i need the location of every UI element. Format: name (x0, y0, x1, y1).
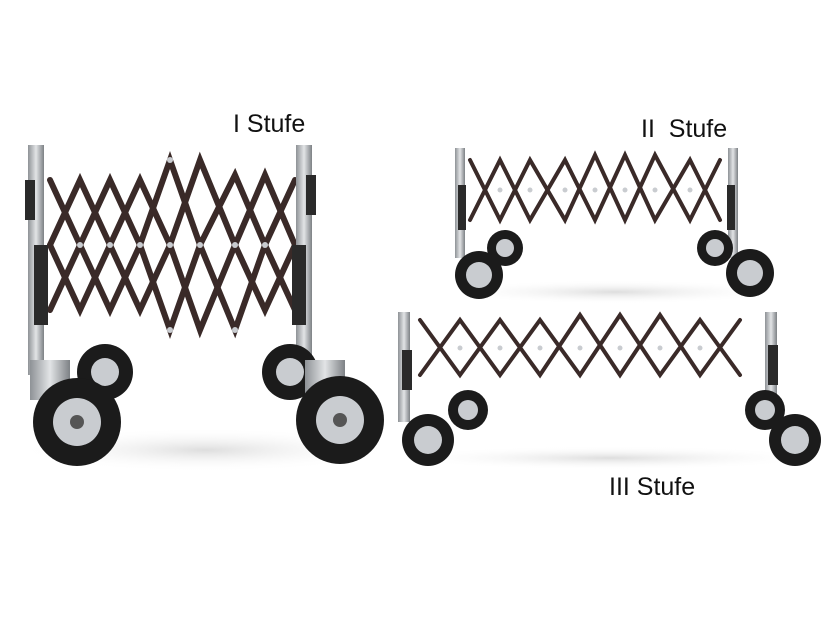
scissor-trolley-stage-3 (398, 311, 821, 470)
stage-3-label: III Stufe (609, 473, 696, 501)
scissor-trolley-stage-1 (15, 145, 395, 472)
stage-2-label: II Stufe (641, 115, 728, 143)
stage-1-label: I Stufe (233, 110, 306, 138)
scissor-trolley-stage-2 (445, 148, 785, 304)
